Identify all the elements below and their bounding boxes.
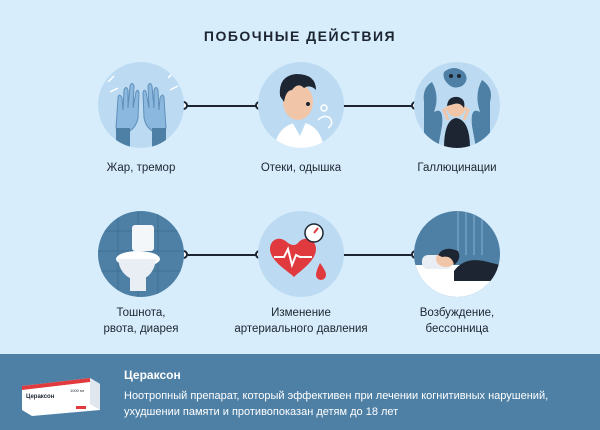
drug-name: Цераксон	[124, 368, 181, 382]
heart-pressure-icon	[270, 223, 326, 280]
effect-circle-hallucinations	[414, 62, 500, 148]
effect-circle-edema-breath	[258, 62, 344, 148]
effect-label-fever-tremor: Жар, тремор	[106, 162, 176, 174]
hallucinations-icon	[423, 68, 491, 148]
package-dose: 1000 мг	[70, 388, 85, 393]
effect-circle-nausea	[98, 211, 184, 297]
effect-circle-insomnia	[414, 211, 500, 297]
drug-info-footer: Цераксон 1000 мг Цераксон Ноотропный пре…	[0, 354, 600, 430]
shortness-of-breath-icon	[274, 74, 333, 148]
toilet-icon	[98, 211, 184, 297]
effect-circle-blood-pressure	[258, 211, 344, 297]
effect-circle-fever-tremor	[98, 62, 184, 148]
package-name: Цераксон	[26, 394, 55, 400]
effect-label-nausea: Тошнота, рвота, диарея	[103, 307, 179, 335]
effect-label-blood-pressure: Изменение артериального давления	[234, 307, 368, 335]
insomnia-icon	[414, 211, 500, 297]
connector-line	[341, 105, 415, 107]
effect-label-edema-breath: Отеки, одышка	[260, 162, 342, 174]
connector-line	[187, 105, 259, 107]
effect-label-insomnia: Возбуждение, бессонница	[419, 307, 495, 335]
drug-package-image: Цераксон 1000 мг	[20, 372, 102, 418]
connector-line	[187, 254, 259, 256]
page-title: ПОБОЧНЫЕ ДЕЙСТВИЯ	[203, 28, 397, 44]
hands-tremor-icon	[107, 71, 179, 148]
effect-label-hallucinations: Галлюцинации	[417, 162, 497, 174]
connector-line	[341, 254, 415, 256]
drug-description: Ноотропный препарат, который эффективен …	[124, 390, 549, 418]
